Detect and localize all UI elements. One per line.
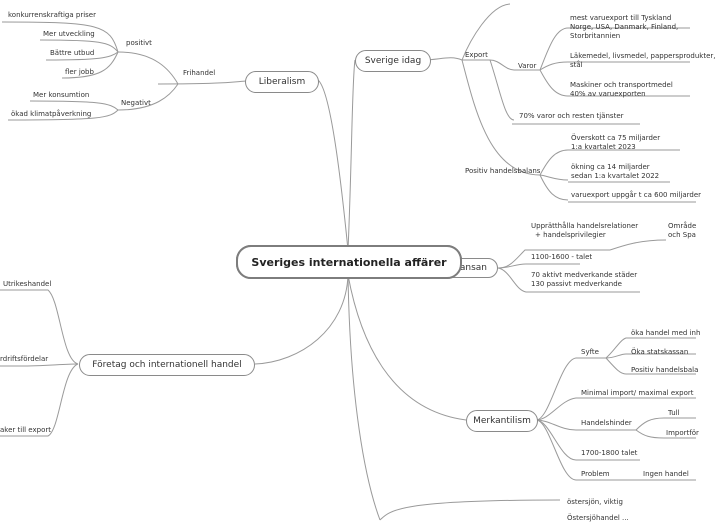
varor-item-line: Norge, USA, Danmark, Finland,	[570, 23, 679, 31]
positive-item[interactable]: Mer utveckling	[43, 30, 95, 38]
varor-item-line: Läkemedel, livsmedel, pappersprodukter,	[570, 52, 716, 60]
hansan-subitem-line: och Spa	[668, 231, 696, 239]
handelshinder-importforbud[interactable]: Importför	[666, 429, 699, 437]
subtopic-positivt[interactable]: positivt	[126, 39, 152, 47]
hansan-line: Upprätthålla handelsrelationer	[531, 222, 639, 230]
topic-liberalism[interactable]: Liberalism	[245, 71, 319, 93]
subtopic-minimal[interactable]: Minimal import/ maximal export	[581, 389, 694, 397]
foretag-item[interactable]: rdriftsfördelar	[0, 355, 49, 363]
subtopic-syfte[interactable]: Syfte	[581, 348, 599, 356]
varor-item[interactable]: Läkemedel, livsmedel, pappersprodukter, …	[570, 52, 716, 70]
bottom-item[interactable]: östersjön, viktig	[567, 498, 623, 506]
topic-hansan-label: Hansan	[453, 263, 487, 273]
subtopic-problem[interactable]: Problem	[581, 470, 610, 478]
topic-foretag-label: Företag och internationell handel	[92, 360, 242, 370]
subtopic-frihandel[interactable]: Frihandel	[183, 69, 216, 77]
handelsbalans-item[interactable]: varuexport uppgår t ca 600 miljarder	[571, 191, 701, 200]
varor-share[interactable]: 70% varor och resten tjänster	[519, 112, 624, 120]
varor-item-line: 40% av varuexporten	[570, 90, 646, 98]
subtopic-handelsbalans[interactable]: Positiv handelsbalans	[465, 167, 541, 175]
negative-item[interactable]: ökad klimatpåverkning	[11, 110, 92, 118]
central-topic-overlay-label: Sveriges internationella affärer	[251, 255, 447, 269]
subtopic-varor[interactable]: Varor	[518, 62, 537, 70]
topic-sverige-idag-label: Sverige idag	[364, 56, 422, 66]
subtopic-negativt[interactable]: Negativt	[121, 99, 151, 107]
topic-merkantilism-label: Merkantilism	[473, 416, 531, 426]
problem-value[interactable]: Ingen handel	[643, 470, 689, 478]
hansan-item[interactable]: 1100-1600 - talet	[531, 253, 593, 261]
hansan-item[interactable]: 70 aktivt medverkande städer 130 passivt…	[531, 271, 637, 289]
hansan-line: 130 passivt medverkande	[531, 280, 622, 288]
positive-item[interactable]: fler jobb	[65, 68, 94, 76]
negative-item[interactable]: Mer konsumtion	[33, 91, 90, 99]
hansan-line: + handelsprivilegier	[535, 231, 606, 239]
varor-item-line: Storbritannien	[570, 32, 621, 40]
syfte-item[interactable]: öka handel med inh	[631, 329, 701, 337]
positive-item[interactable]: konkurrenskraftiga priser	[8, 11, 96, 19]
hansan-subitem[interactable]: Område och Spa	[668, 222, 696, 240]
foretag-item[interactable]: aker till export	[0, 426, 51, 434]
subtopic-handelshinder[interactable]: Handelshinder	[581, 419, 632, 427]
topic-sverige-idag[interactable]: Sverige idag	[355, 50, 431, 72]
topic-merkantilism[interactable]: Merkantilism	[466, 410, 538, 432]
handelsbalans-line: 1:a kvartalet 2023	[571, 143, 636, 151]
varor-item-line: stål	[570, 61, 583, 69]
handelsbalans-item[interactable]: ökning ca 14 miljarder sedan 1:a kvartal…	[571, 163, 659, 181]
topic-foretag[interactable]: Företag och internationell handel	[79, 354, 255, 376]
bottom-item[interactable]: Östersjöhandel ...	[567, 514, 629, 522]
handelsbalans-line: ökning ca 14 miljarder	[571, 163, 650, 171]
varor-item-line: Maskiner och transportmedel	[570, 81, 673, 89]
handelsbalans-item[interactable]: Överskott ca 75 miljarder 1:a kvartalet …	[571, 134, 660, 152]
handelsbalans-line: sedan 1:a kvartalet 2022	[571, 172, 660, 180]
handelsbalans-line: varuexport uppgår t ca 600 miljarder	[571, 191, 702, 199]
syfte-item[interactable]: Positiv handelsbala	[631, 366, 699, 374]
varor-item-line: mest varuexport till Tyskland	[570, 14, 672, 22]
varor-item[interactable]: Maskiner och transportmedel 40% av varue…	[570, 81, 673, 99]
syfte-item[interactable]: Öka statskassan	[631, 348, 689, 356]
topic-liberalism-label: Liberalism	[258, 77, 306, 87]
varor-item[interactable]: mest varuexport till Tyskland Norge, USA…	[570, 14, 678, 41]
central-topic-overlay: Sveriges internationella affärer	[236, 245, 462, 279]
connector-lines	[0, 3, 696, 521]
positive-item[interactable]: Bättre utbud	[50, 49, 95, 57]
handelshinder-tull[interactable]: Tull	[668, 409, 680, 417]
hansan-item[interactable]: Upprätthålla handelsrelationer + handels…	[531, 222, 638, 240]
hansan-subitem-line: Område	[668, 222, 697, 230]
hansan-line: 70 aktivt medverkande städer	[531, 271, 638, 279]
subtopic-period[interactable]: 1700-1800 talet	[581, 449, 638, 457]
foretag-item[interactable]: Utrikeshandel	[3, 280, 52, 288]
subtopic-export[interactable]: Export	[465, 51, 488, 59]
handelsbalans-line: Överskott ca 75 miljarder	[571, 134, 661, 142]
